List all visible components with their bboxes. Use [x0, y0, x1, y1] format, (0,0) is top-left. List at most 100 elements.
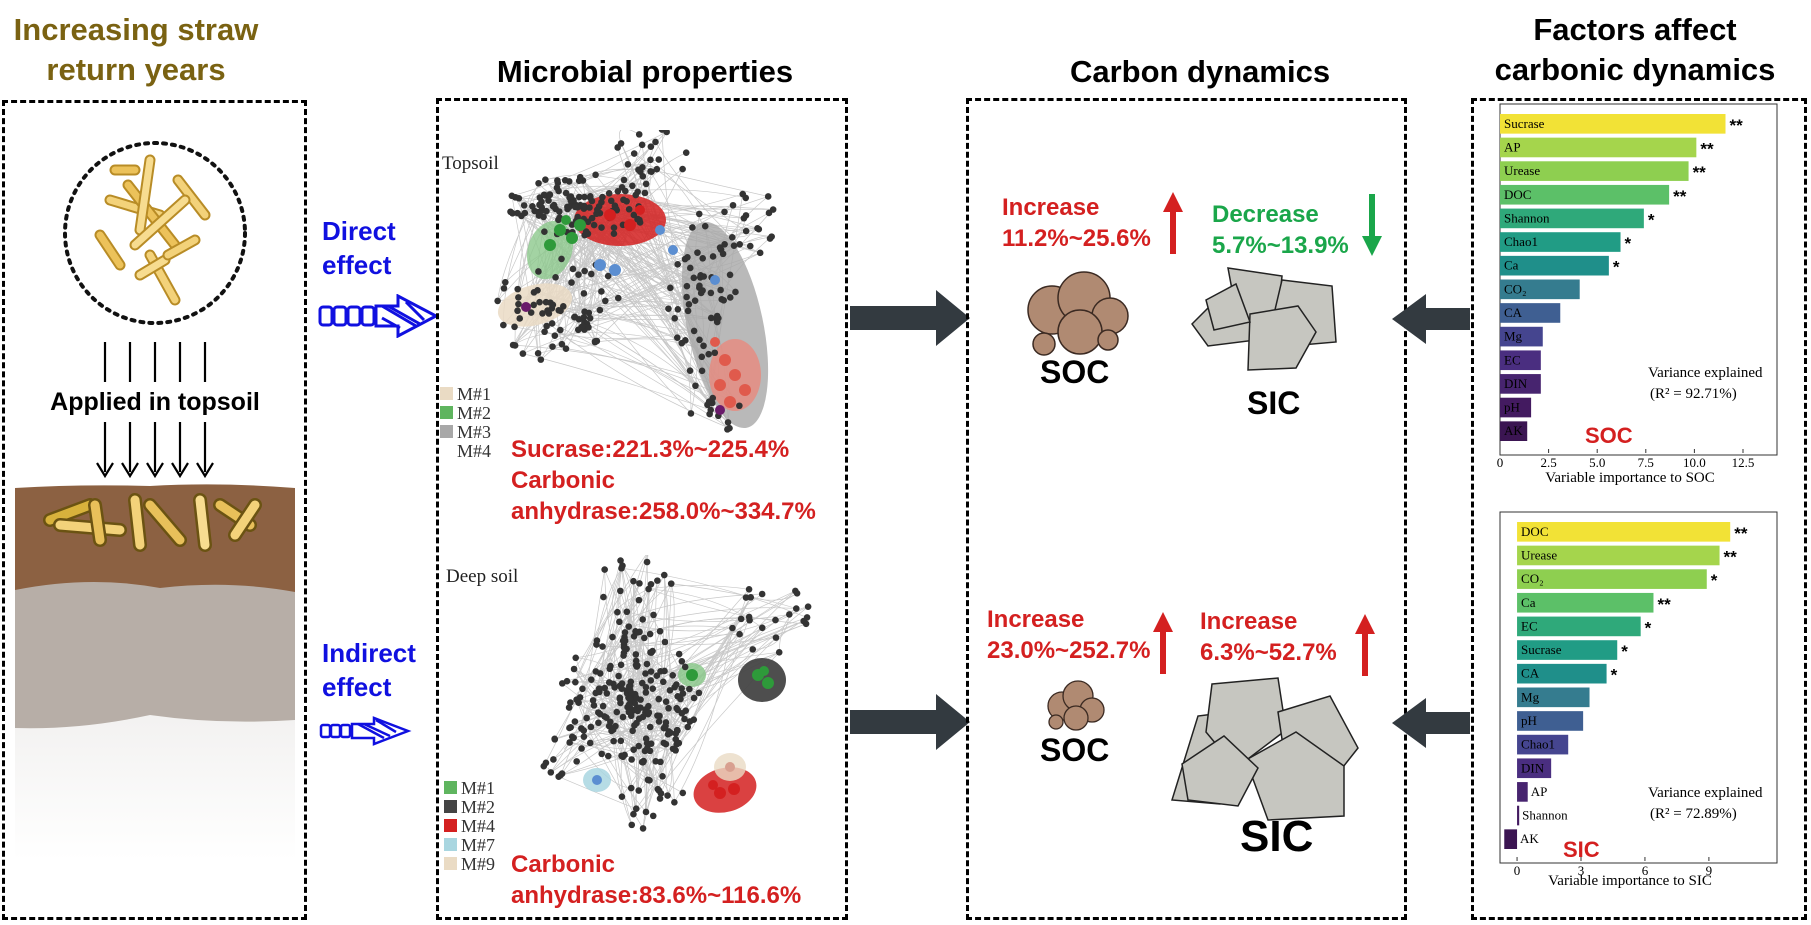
- bar-category-label: Sucrase: [1521, 642, 1562, 657]
- network-node: [587, 676, 595, 684]
- network-node: [684, 253, 691, 261]
- network-node: [534, 286, 541, 294]
- importance-bar: [1517, 758, 1552, 779]
- network-node: [539, 310, 546, 317]
- network-node: [596, 306, 604, 314]
- importance-bar: [1517, 734, 1569, 755]
- network-node: [565, 203, 573, 211]
- network-node: [587, 723, 595, 731]
- network-edge: [622, 716, 676, 741]
- network-node: [582, 228, 590, 235]
- deepsoil-legend-item: M#7: [444, 836, 495, 855]
- up-arrow-icon: [1355, 614, 1375, 676]
- network-node: [620, 176, 628, 184]
- network-node: [708, 780, 718, 790]
- network-node: [567, 193, 575, 200]
- network-node: [659, 773, 666, 780]
- network-node: [625, 205, 633, 213]
- network-edge: [608, 580, 658, 727]
- importance-bar: [1517, 616, 1641, 637]
- network-node: [627, 784, 635, 792]
- network-node: [685, 301, 693, 308]
- legend-label: M#9: [461, 854, 496, 874]
- network-node: [657, 758, 664, 766]
- top-soc-change-range: 11.2%~25.6%: [1002, 225, 1151, 252]
- significance-mark: *: [1621, 642, 1628, 661]
- indirect-effect-label: Indirect effect: [322, 636, 416, 704]
- network-node: [742, 594, 750, 601]
- network-edge: [621, 590, 796, 797]
- top-sic-change-range: 5.7%~13.9%: [1212, 232, 1349, 259]
- legend-swatch: [440, 425, 453, 438]
- network-node: [769, 206, 777, 213]
- network-edge: [514, 212, 539, 346]
- network-node: [541, 328, 548, 336]
- soc-aggregate-large-icon: [1027, 271, 1129, 356]
- importance-bar: [1517, 805, 1520, 826]
- network-node: [568, 279, 575, 286]
- network-node: [772, 616, 779, 624]
- network-node: [647, 649, 655, 656]
- network-node: [589, 697, 597, 704]
- network-node: [599, 702, 607, 710]
- network-node: [587, 270, 595, 278]
- network-node: [612, 205, 620, 213]
- network-node: [625, 623, 633, 630]
- network-node: [717, 286, 724, 294]
- network-node: [642, 670, 649, 677]
- deepsoil-legend: M#1 M#2 M#4 M#7 M#9: [444, 779, 495, 874]
- network-node: [642, 808, 650, 816]
- topsoil-legend-item: M#4: [440, 442, 491, 461]
- bar-category-label: Chao1: [1504, 234, 1538, 249]
- network-node: [579, 685, 586, 693]
- network-node: [617, 737, 625, 745]
- network-node: [521, 302, 531, 312]
- network-node: [710, 337, 720, 347]
- network-node: [655, 156, 663, 163]
- network-node: [621, 629, 629, 636]
- network-node: [634, 707, 642, 715]
- network-node: [605, 679, 613, 686]
- significance-mark: *: [1648, 210, 1655, 229]
- straw-circle: [63, 141, 247, 325]
- bar-category-label: CA: [1504, 305, 1523, 320]
- network-node: [500, 285, 508, 292]
- importance-bar: [1500, 137, 1697, 158]
- significance-mark: **: [1730, 116, 1744, 135]
- network-node: [527, 309, 535, 316]
- network-edge: [640, 589, 650, 708]
- legend-swatch: [440, 387, 453, 400]
- network-node: [759, 666, 769, 676]
- network-node: [565, 178, 573, 185]
- network-node: [724, 426, 731, 433]
- importance-bar: [1517, 663, 1607, 684]
- significance-mark: **: [1693, 163, 1707, 182]
- network-node: [617, 557, 624, 564]
- network-node: [618, 184, 626, 191]
- network-node: [728, 783, 740, 795]
- legend-swatch: [444, 800, 457, 813]
- network-edge: [510, 211, 671, 289]
- significance-mark: **: [1700, 139, 1714, 158]
- network-node: [607, 718, 614, 726]
- network-edge: [568, 206, 602, 292]
- network-node: [653, 165, 661, 173]
- network-edge: [558, 776, 637, 810]
- importance-bar: [1500, 397, 1532, 418]
- network-edge: [514, 326, 695, 339]
- network-node: [530, 301, 538, 309]
- network-node: [657, 667, 664, 675]
- network-node: [647, 668, 655, 675]
- network-node: [673, 334, 681, 341]
- network-node: [721, 240, 728, 248]
- network-node: [649, 812, 657, 820]
- network-node: [598, 224, 605, 231]
- sic-importance-chart: DOC**Urease**CO₂*Ca**EC*Sucrase*CA*MgpHC…: [1499, 511, 1778, 889]
- network-node: [604, 272, 612, 280]
- network-node: [724, 396, 736, 408]
- network-node: [645, 702, 652, 710]
- network-edge: [655, 141, 740, 245]
- topsoil-enzyme-line3: anhydrase:258.0%~334.7%: [511, 498, 816, 525]
- network-edge: [590, 726, 647, 813]
- bar-category-label: Sucrase: [1504, 116, 1545, 131]
